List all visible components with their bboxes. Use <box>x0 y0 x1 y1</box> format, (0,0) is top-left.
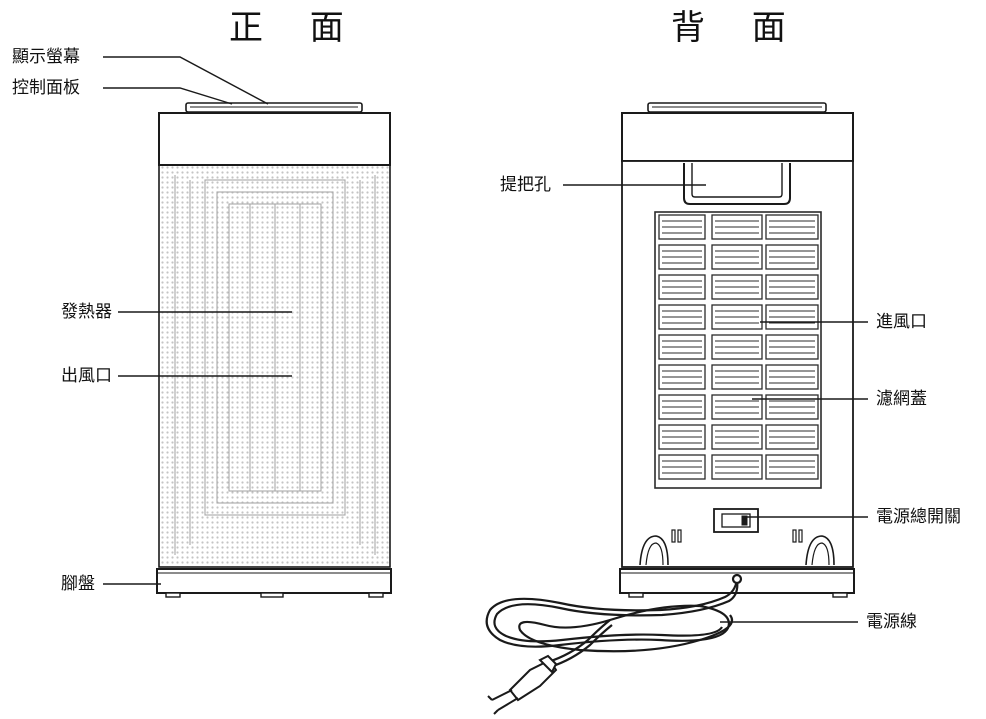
label-power-cord: 電源線 <box>866 612 917 632</box>
label-air-inlet: 進風口 <box>876 312 927 332</box>
power-switch[interactable] <box>713 508 759 533</box>
back-leaders <box>563 184 868 623</box>
heater-element <box>174 175 376 555</box>
back-title: 背 面 <box>671 8 804 48</box>
label-handle-hole: 提把孔 <box>500 175 551 195</box>
filter-grille <box>654 211 822 489</box>
back-top-cap <box>621 112 854 162</box>
label-outlet: 出風口 <box>61 366 112 386</box>
label-control-panel: 控制面板 <box>12 78 80 98</box>
front-top-cap <box>158 112 391 166</box>
power-plug <box>487 654 558 715</box>
front-feet <box>165 592 384 598</box>
label-power-switch: 電源總開關 <box>876 507 961 527</box>
label-heater: 發熱器 <box>61 302 112 322</box>
label-base: 腳盤 <box>61 574 95 594</box>
power-cord <box>485 573 743 669</box>
front-title: 正 面 <box>229 8 362 48</box>
label-filter-cover: 濾網蓋 <box>876 389 927 409</box>
front-leaders <box>103 56 292 585</box>
back-screws <box>671 529 803 543</box>
front-view <box>156 102 392 598</box>
handle-hole <box>683 163 791 205</box>
back-left-foot-arc <box>639 535 669 566</box>
back-view <box>619 102 855 598</box>
label-display-screen: 顯示螢幕 <box>12 47 80 67</box>
back-right-foot-arc <box>805 535 835 566</box>
